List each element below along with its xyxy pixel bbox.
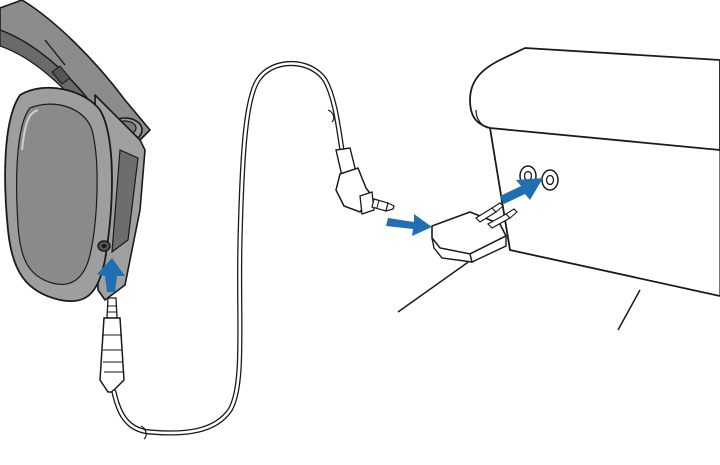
headphone-jack-socket bbox=[97, 240, 111, 252]
slider-notch bbox=[51, 65, 71, 85]
earcup-edge bbox=[111, 149, 139, 254]
seat-edge bbox=[617, 289, 641, 331]
adapter-prong-tip bbox=[505, 208, 518, 219]
cushion-highlight bbox=[21, 109, 39, 151]
armrest-top-edge bbox=[475, 109, 489, 129]
arrow-right-icon bbox=[386, 214, 432, 236]
audio-cable bbox=[99, 60, 395, 440]
right-angle-plug bbox=[335, 147, 395, 215]
cable-cord bbox=[111, 60, 345, 436]
cable-break-mark bbox=[327, 109, 335, 123]
adapter-prong-tip bbox=[491, 202, 504, 213]
arrow-up-right-icon bbox=[500, 178, 543, 204]
adapter-side bbox=[469, 234, 507, 263]
slider-notch bbox=[44, 39, 66, 66]
headphones bbox=[0, 0, 151, 302]
ear-cushion-face bbox=[16, 103, 98, 285]
armrest-side bbox=[489, 127, 720, 297]
airplane-adapter bbox=[431, 202, 518, 263]
straight-plug bbox=[99, 297, 125, 393]
cable-break-mark bbox=[140, 425, 147, 440]
arrow-up-icon bbox=[97, 258, 125, 292]
cable-cord-inner bbox=[112, 62, 344, 435]
armrest bbox=[397, 47, 720, 331]
armrest-top bbox=[469, 47, 720, 151]
step-arrows bbox=[97, 178, 543, 292]
